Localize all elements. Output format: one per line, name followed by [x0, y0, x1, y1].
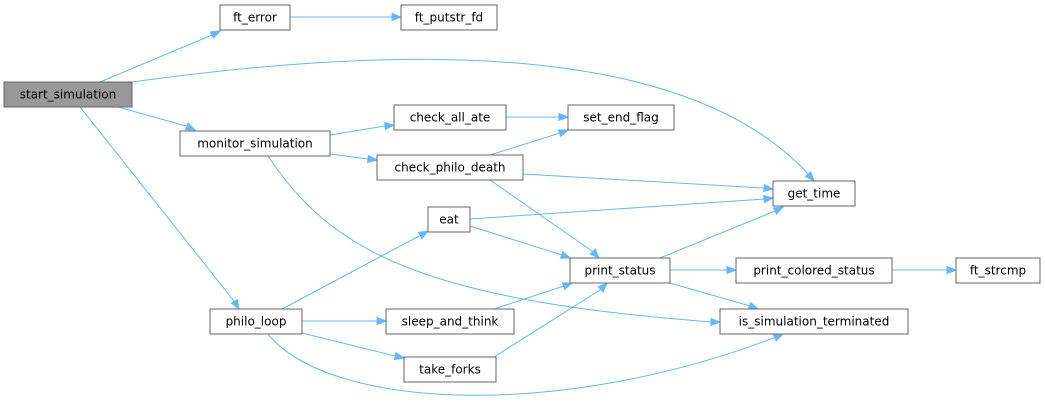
node-print-colored-status-label: print_colored_status	[753, 264, 874, 278]
node-get-time[interactable]: get_time	[772, 180, 856, 207]
node-eat[interactable]: eat	[427, 206, 471, 233]
node-sleep-and-think[interactable]: sleep_and_think	[385, 308, 515, 335]
edge-start-simulation-to-get-time	[131, 58, 815, 183]
node-ft-putstr-fd-label: ft_putstr_fd	[415, 11, 483, 25]
edges	[79, 12, 958, 396]
node-sleep-and-think-label: sleep_and_think	[402, 315, 499, 329]
node-print-status-label: print_status	[584, 264, 655, 278]
edge-check-all-ate-to-set-end-flag	[506, 112, 570, 122]
edge-check-philo-death-to-print-status	[489, 179, 600, 259]
node-check-philo-death-label: check_philo_death	[394, 161, 505, 175]
node-set-end-flag-label: set_end_flag	[583, 111, 658, 125]
node-check-all-ate-label: check_all_ate	[410, 111, 491, 125]
node-eat-label: eat	[439, 213, 459, 227]
edge-check-philo-death-to-set-end-flag	[489, 129, 570, 156]
node-check-philo-death[interactable]: check_philo_death	[376, 154, 524, 181]
node-monitor-simulation-label: monitor_simulation	[197, 137, 313, 151]
node-ft-error[interactable]: ft_error	[219, 4, 291, 31]
node-take-forks-label: take_forks	[419, 363, 481, 377]
edge-sleep-and-think-to-print-status	[493, 282, 574, 310]
edge-print-status-to-get-time	[659, 206, 785, 259]
node-start-simulation[interactable]: start_simulation	[3, 81, 133, 108]
edge-philo-loop-to-sleep-and-think	[302, 316, 388, 326]
node-take-forks[interactable]: take_forks	[403, 356, 497, 383]
node-print-colored-status[interactable]: print_colored_status	[735, 257, 893, 284]
edge-ft-error-to-ft-putstr-fd	[290, 12, 403, 22]
node-check-all-ate[interactable]: check_all_ate	[393, 104, 507, 131]
node-ft-error-label: ft_error	[233, 11, 277, 25]
node-philo-loop-label: philo_loop	[226, 315, 287, 329]
node-monitor-simulation[interactable]: monitor_simulation	[179, 130, 331, 157]
node-is-simulation-terminated[interactable]: is_simulation_terminated	[719, 308, 909, 335]
edge-start-simulation-to-monitor-simulation	[117, 106, 197, 131]
edge-print-status-to-print-colored-status	[670, 265, 738, 275]
node-start-simulation-label: start_simulation	[20, 88, 117, 102]
edge-print-status-to-is-simulation-terminated	[669, 282, 760, 310]
edge-start-simulation-to-ft-error	[99, 30, 222, 83]
node-print-status[interactable]: print_status	[569, 257, 671, 284]
edge-monitor-simulation-to-check-philo-death	[329, 153, 379, 164]
edge-check-philo-death-to-get-time	[522, 173, 775, 193]
node-ft-strcmp[interactable]: ft_strcmp	[955, 257, 1041, 284]
node-is-simulation-terminated-label: is_simulation_terminated	[739, 315, 890, 329]
node-ft-putstr-fd[interactable]: ft_putstr_fd	[400, 4, 498, 31]
edge-philo-loop-to-eat	[281, 230, 430, 310]
edge-philo-loop-to-take-forks	[301, 332, 406, 361]
node-ft-strcmp-label: ft_strcmp	[970, 264, 1026, 278]
edge-print-colored-status-to-ft-strcmp	[892, 265, 958, 275]
edge-monitor-simulation-to-is-simulation-terminated	[267, 155, 722, 327]
edge-monitor-simulation-to-check-all-ate	[329, 121, 396, 136]
edge-start-simulation-to-philo-loop	[79, 106, 240, 311]
node-get-time-label: get_time	[788, 187, 841, 201]
edge-eat-to-get-time	[469, 194, 775, 220]
node-philo-loop[interactable]: philo_loop	[209, 308, 303, 335]
edge-take-forks-to-print-status	[493, 282, 608, 358]
node-set-end-flag[interactable]: set_end_flag	[567, 104, 675, 131]
edge-eat-to-print-status	[469, 225, 572, 259]
